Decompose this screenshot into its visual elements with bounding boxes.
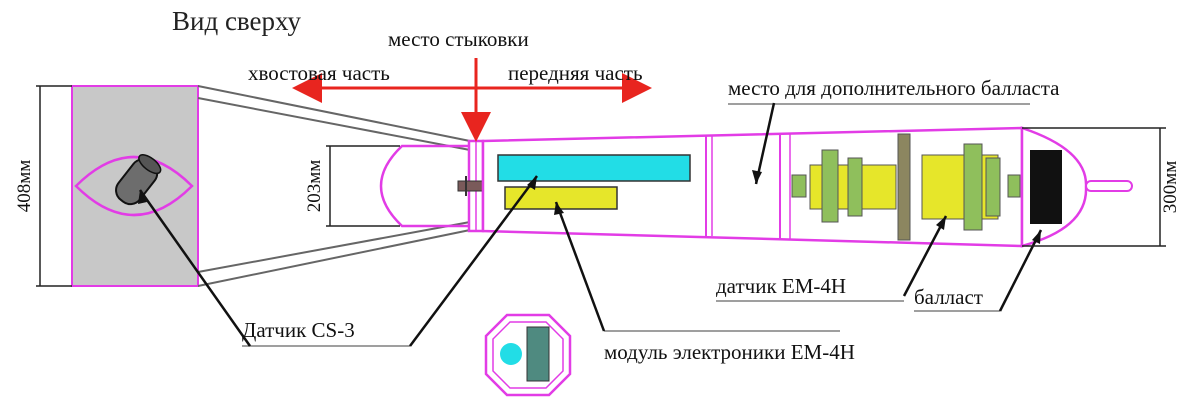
divider-plate [897, 133, 911, 241]
dim-label-nose: 300мм [1160, 161, 1181, 214]
label-underlines [242, 103, 1030, 347]
cross-section-view [484, 313, 572, 397]
cross-section-module [526, 326, 550, 382]
leader-lines [138, 102, 1043, 347]
electronics-module-cyan [497, 154, 691, 182]
label-ballast: балласт [914, 285, 983, 309]
label-electronics: модуль электроники ЕМ-4Н [604, 340, 855, 364]
cs3-sensor-icon [115, 154, 162, 206]
ballast-block [1030, 150, 1062, 224]
label-front: передняя часть [508, 61, 643, 85]
cross-section-cyan-circle [500, 343, 522, 365]
leader-arrowheads [138, 170, 1041, 244]
dimension-nose [1022, 127, 1166, 247]
mid-section-ellipse [379, 144, 470, 228]
nose-probe [1085, 180, 1133, 192]
dimension-tail [36, 85, 72, 287]
label-sensor-em4h: датчик ЕМ-4Н [716, 274, 846, 298]
em4h-sensor-assembly [791, 133, 1021, 241]
dim-label-tail: 408мм [14, 160, 35, 213]
dimension-mid [326, 145, 400, 227]
label-tail: хвостовая часть [248, 61, 390, 85]
dim-label-mid: 203мм [304, 160, 325, 213]
tail-plate [71, 85, 199, 287]
page-title: Вид сверху [172, 6, 301, 36]
section-arrows [292, 58, 652, 142]
tail-struts [197, 85, 471, 287]
label-docking: место стыковки [388, 27, 529, 51]
label-sensor-cs3: Датчик CS-3 [242, 318, 355, 342]
label-ballast-extra: место для дополнительного балласта [728, 76, 1060, 100]
